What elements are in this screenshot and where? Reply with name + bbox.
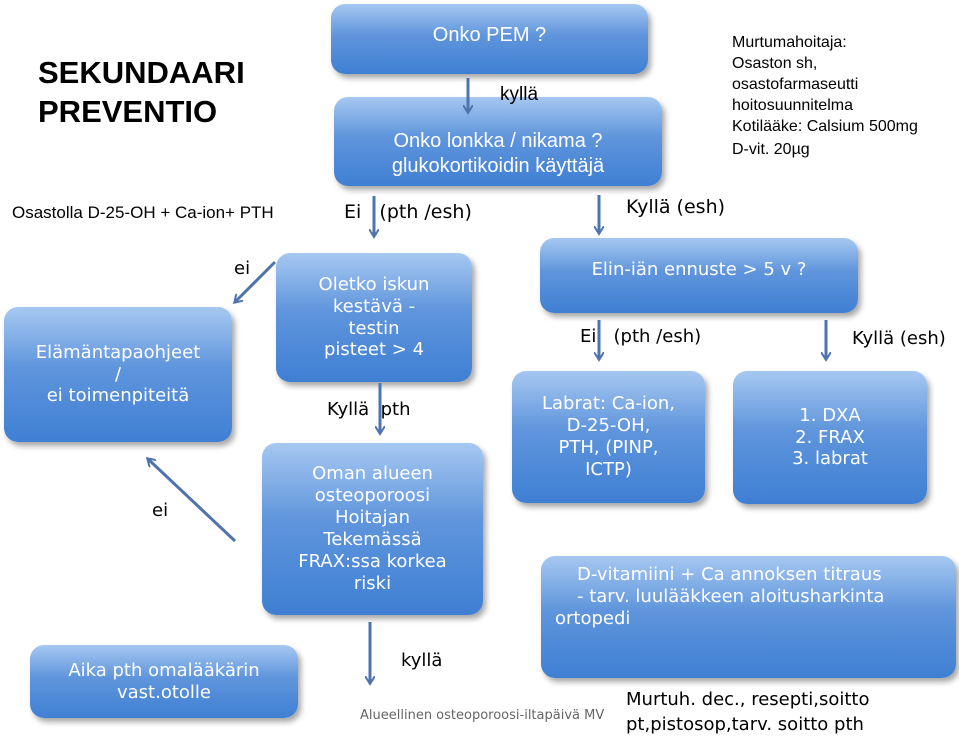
oman-line-1: Oman alueen	[312, 463, 433, 485]
aika-line-2: vast.otolle	[117, 681, 211, 703]
murtuma-line-2: Osaston sh,	[732, 54, 818, 72]
label-ei-upper: ei	[234, 258, 251, 279]
label-ei-lower: ei	[152, 500, 169, 521]
box-aika-pth: Aika pth omalääkärin vast.otolle	[30, 645, 298, 718]
dxa-line-3: 3. labrat	[792, 448, 868, 470]
title-line-2: PREVENTIO	[38, 93, 218, 129]
lonkka-line-2: glukokortikoidin käyttäjä	[391, 154, 605, 177]
murtuma-line-1: Murtumahoitaja:	[732, 34, 847, 51]
label-kylla-top: kyllä	[500, 84, 539, 105]
title-line-1: SEKUNDAARI	[38, 55, 245, 90]
dvit-line-1: D-vitamiini + Ca annoksen titraus	[577, 564, 882, 585]
box-dxa-frax: 1. DXA 2. FRAX 3. labrat	[733, 371, 927, 504]
murtuma-line-4: hoitosuunnitelma	[732, 96, 853, 114]
oman-line-4: Tekemässä	[323, 529, 422, 550]
labrat-line-1: Labrat: Ca-ion,	[542, 393, 675, 415]
dxa-line-2: 2. FRAX	[795, 426, 865, 448]
elamantapa-line-3: ei toimenpiteitä	[46, 385, 190, 407]
murtuma-line-5: Kotilääke: Calsium 500mg	[732, 117, 918, 135]
murtuh-notes: Murtuh. dec., resepti,soitto pt,pistosop…	[626, 688, 869, 738]
oman-line-6: riski	[353, 572, 392, 594]
elamantapa-line-1: Elämäntapaohjeet	[35, 341, 201, 363]
labrat-line-4: ICTP)	[585, 458, 632, 480]
iskun-line-1: Oletko iskun	[318, 273, 430, 295]
box-oletko-iskun: Oletko iskun kestävä - testin pisteet > …	[276, 253, 472, 382]
label-kylla-pth: Kyllä pth	[327, 399, 411, 420]
arrow-iskun-to-elamantapa	[235, 260, 277, 302]
label-osastolla: Osastolla D-25-OH + Ca-ion+ PTH	[12, 203, 274, 222]
box-labrat: Labrat: Ca-ion, D-25-OH, PTH, (PINP, ICT…	[512, 371, 705, 503]
box-oman-alueen: Oman alueen osteoporoosi Hoitajan Tekemä…	[262, 443, 483, 615]
murtuma-line-6: D-vit. 20µg	[732, 140, 810, 158]
label-kylla-esh-top: Kyllä (esh)	[626, 196, 726, 218]
dvit-line-2: - tarv. luulääkkeen aloitusharkinta	[577, 585, 885, 607]
elamantapa-line-2: /	[114, 363, 122, 385]
slide-title: SEKUNDAARI PREVENTIO	[38, 54, 245, 132]
murtuma-line-3: osastofarmaseutti	[732, 75, 859, 93]
box-d-vitamiini: D-vitamiini + Ca annoksen titraus - tarv…	[541, 556, 956, 678]
murtuh-line-1: Murtuh. dec., resepti,soitto	[626, 689, 870, 710]
iskun-line-2: kestävä -	[332, 295, 416, 317]
label-ei-pth-esh-right: Ei (pth /esh)	[580, 326, 702, 347]
elinika-text: Elin-iän ennuste > 5 v ?	[591, 258, 807, 280]
box-onko-lonkka: Onko lonkka / nikama ? glukokortikoidin …	[334, 97, 662, 186]
murtuh-line-2: pt,pistosop,tarv. soitto pth	[626, 713, 864, 735]
box-onko-pem-text: Onko PEM ?	[432, 23, 547, 46]
iskun-line-3: testin	[348, 317, 400, 339]
murtumahoitaja-notes: Murtumahoitaja: Osaston sh, osastofarmas…	[732, 33, 918, 161]
oman-line-5: FRAX:ssa korkea	[298, 550, 447, 572]
lonkka-line-1: Onko lonkka / nikama ?	[393, 130, 603, 153]
dvit-line-3: ortopedi	[555, 607, 631, 629]
arrow-aika-to-elamantapa	[148, 459, 237, 543]
dxa-line-1: 1. DXA	[799, 404, 861, 426]
box-elamantapaohjeet: Elämäntapaohjeet / ei toimenpiteitä	[4, 307, 232, 442]
box-elin-ian-ennuste: Elin-iän ennuste > 5 v ?	[540, 238, 858, 313]
label-kylla-bottom: kyllä	[401, 650, 443, 671]
label-ei-pth-esh: Ei (pth /esh)	[344, 201, 472, 223]
oman-line-2: osteoporoosi	[314, 485, 431, 507]
label-kylla-esh-right: Kyllä (esh)	[852, 328, 946, 349]
labrat-line-3: PTH, (PINP,	[558, 437, 659, 458]
aika-line-1: Aika pth omalääkärin	[68, 659, 260, 681]
footer-text: Alueellinen osteoporoosi-iltapäivä MV	[360, 708, 605, 723]
box-onko-pem: Onko PEM ?	[331, 4, 648, 74]
labrat-line-2: D-25-OH,	[566, 415, 651, 437]
iskun-line-4: pisteet > 4	[323, 339, 425, 361]
oman-line-3: Hoitajan	[334, 507, 411, 529]
